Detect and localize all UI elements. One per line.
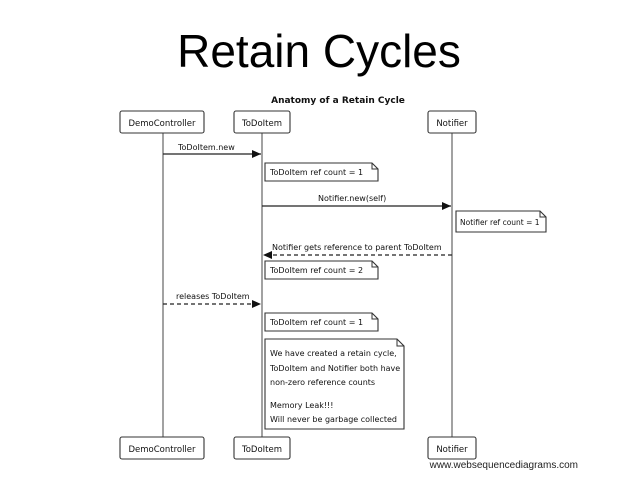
note-retain-cycle-summary: We have created a retain cycle, ToDoItem…	[264, 338, 405, 430]
note-todoitem-ref-1-again: ToDoItem ref count = 1	[264, 312, 379, 332]
note-text: ToDoItem ref count = 1	[269, 168, 363, 177]
message-releases-todoitem: releases ToDoItem	[163, 292, 261, 308]
actor-notifier-bottom: Notifier	[427, 436, 477, 460]
actor-label: DemoController	[128, 445, 196, 455]
message-label: ToDoItem.new	[177, 143, 235, 152]
note-line: Memory Leak!!!	[270, 401, 333, 410]
actor-label: DemoController	[128, 119, 196, 129]
note-text: Notifier ref count = 1	[460, 218, 540, 227]
actor-todo-item-top: ToDoItem	[233, 110, 291, 134]
note-text: ToDoItem ref count = 1	[269, 318, 363, 327]
note-todoitem-ref-1: ToDoItem ref count = 1	[264, 162, 379, 182]
diagram-title: Anatomy of a Retain Cycle	[271, 96, 405, 106]
actor-label: ToDoItem	[241, 119, 282, 129]
actor-demo-controller-top: DemoController	[119, 110, 205, 134]
watermark: www.websequencediagrams.com	[429, 460, 578, 471]
note-text: ToDoItem ref count = 2	[269, 266, 363, 275]
message-notifier-new: Notifier.new(self)	[262, 194, 451, 210]
message-todoitem-new: ToDoItem.new	[163, 143, 261, 158]
note-notifier-ref-1: Notifier ref count = 1	[455, 210, 547, 233]
actor-label: ToDoItem	[241, 445, 282, 455]
message-label: Notifier.new(self)	[318, 194, 386, 203]
note-line: ToDoItem and Notifier both have	[269, 364, 400, 373]
actor-notifier-top: Notifier	[427, 110, 477, 134]
note-todoitem-ref-2: ToDoItem ref count = 2	[264, 260, 379, 280]
message-reference-to-parent: Notifier gets reference to parent ToDoIt…	[263, 243, 452, 259]
message-label: Notifier gets reference to parent ToDoIt…	[272, 243, 442, 252]
note-line: Will never be garbage collected	[270, 415, 397, 424]
actor-label: Notifier	[436, 445, 468, 455]
actor-label: Notifier	[436, 119, 468, 129]
message-label: releases ToDoItem	[176, 292, 250, 301]
actor-demo-controller-bottom: DemoController	[119, 436, 205, 460]
slide-title: Retain Cycles	[177, 25, 461, 77]
note-line: non-zero reference counts	[270, 378, 375, 387]
note-line: We have created a retain cycle,	[270, 349, 397, 358]
actor-todo-item-bottom: ToDoItem	[233, 436, 291, 460]
